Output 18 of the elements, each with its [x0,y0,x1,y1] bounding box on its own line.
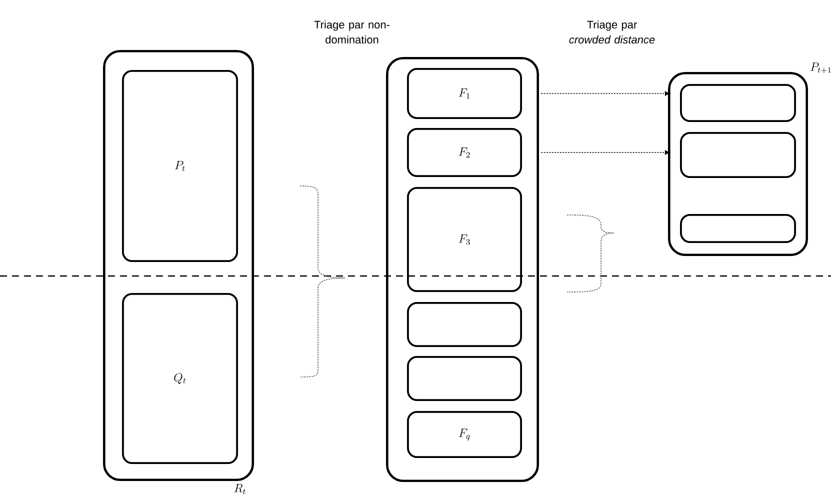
container-box [386,57,539,482]
heading: Triage par crowded distance [569,20,655,44]
set-label: $R_t$ [234,484,246,494]
set-label: $P_{t+1}$ [810,62,831,74]
set-box: $P_t$ [122,70,238,262]
arrow [540,150,670,155]
set-box [407,302,522,347]
set-box [680,214,796,243]
set-box: $Q_t$ [122,293,238,464]
set-box: $F_2$ [407,128,522,177]
set-box [680,132,796,178]
set-box: $F_1$ [407,68,522,119]
set-box: $F_q$ [407,411,522,458]
set-box [407,356,522,401]
set-box: $F_3$ [407,187,522,292]
set-box [680,84,796,122]
heading: Triage par non-domination [314,20,390,44]
arrow [540,91,670,96]
